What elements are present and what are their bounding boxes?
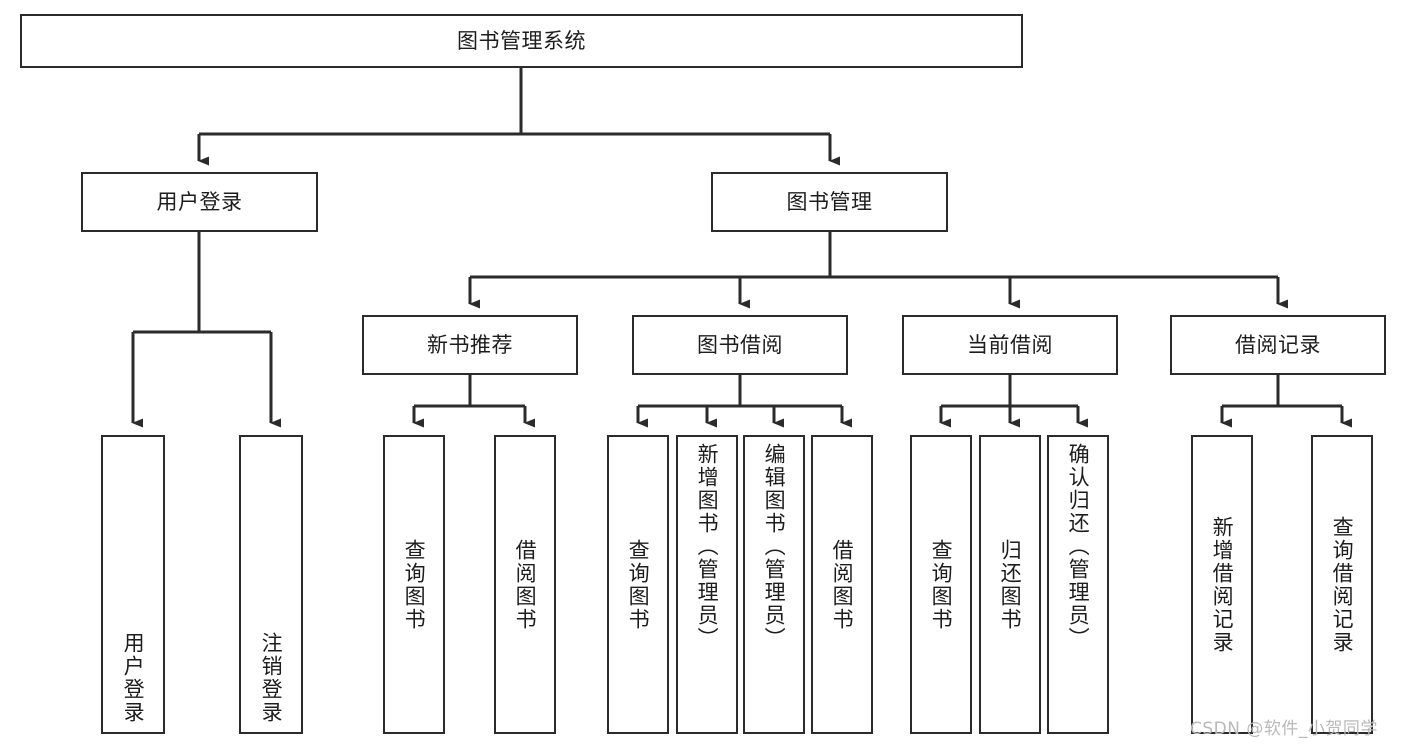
node-label: 用户登录 (156, 189, 243, 214)
node-label: 图书管理系统 (457, 28, 586, 53)
node-label: 查询借阅记录 (1330, 515, 1355, 654)
node-label: 确认归还（管理员） (1066, 443, 1091, 650)
node-label: 归还图书 (998, 538, 1023, 631)
leaf-user-login-logout[interactable]: 注销登录 (239, 435, 303, 734)
leaf-borrow-borrow-book[interactable]: 借阅图书 (811, 435, 873, 734)
node-borrow-record[interactable]: 借阅记录 (1170, 315, 1386, 375)
node-label: 借阅图书 (830, 538, 855, 631)
leaf-record-add-record[interactable]: 新增借阅记录 (1191, 435, 1253, 734)
node-label: 查询图书 (402, 538, 427, 631)
leaf-current-query-book[interactable]: 查询图书 (910, 435, 972, 734)
node-root-system[interactable]: 图书管理系统 (20, 14, 1023, 68)
node-label: 新增图书（管理员） (695, 443, 720, 650)
csdn-watermark: CSDN @软件_小贺同学 (1190, 719, 1378, 739)
node-label: 查询图书 (626, 538, 651, 631)
node-book-borrow[interactable]: 图书借阅 (632, 315, 848, 375)
node-new-book-recommend[interactable]: 新书推荐 (362, 315, 578, 375)
leaf-recommend-borrow-book[interactable]: 借阅图书 (494, 435, 556, 734)
node-label: 图书借阅 (697, 332, 783, 357)
node-label: 新书推荐 (427, 332, 513, 357)
node-label: 当前借阅 (967, 332, 1053, 357)
node-label: 图书管理 (786, 189, 873, 214)
node-current-borrow[interactable]: 当前借阅 (902, 315, 1118, 375)
node-label: 用户登录 (121, 632, 146, 724)
leaf-borrow-add-book-admin[interactable]: 新增图书（管理员） (676, 435, 738, 734)
node-book-management[interactable]: 图书管理 (711, 172, 948, 232)
node-label: 新增借阅记录 (1210, 515, 1235, 654)
leaf-borrow-query-book[interactable]: 查询图书 (607, 435, 669, 734)
leaf-current-confirm-return-admin[interactable]: 确认归还（管理员） (1047, 435, 1109, 734)
leaf-record-query-record[interactable]: 查询借阅记录 (1311, 435, 1373, 734)
node-label: 借阅记录 (1235, 332, 1321, 357)
node-label: 注销登录 (259, 632, 284, 724)
leaf-user-login-login[interactable]: 用户登录 (101, 435, 165, 734)
node-label: 借阅图书 (513, 538, 538, 631)
leaf-recommend-query-book[interactable]: 查询图书 (383, 435, 445, 734)
leaf-current-return-book[interactable]: 归还图书 (979, 435, 1041, 734)
leaf-borrow-edit-book-admin[interactable]: 编辑图书（管理员） (743, 435, 805, 734)
node-label: 编辑图书（管理员） (762, 443, 787, 650)
node-user-login[interactable]: 用户登录 (81, 172, 318, 232)
node-label: 查询图书 (929, 538, 954, 631)
